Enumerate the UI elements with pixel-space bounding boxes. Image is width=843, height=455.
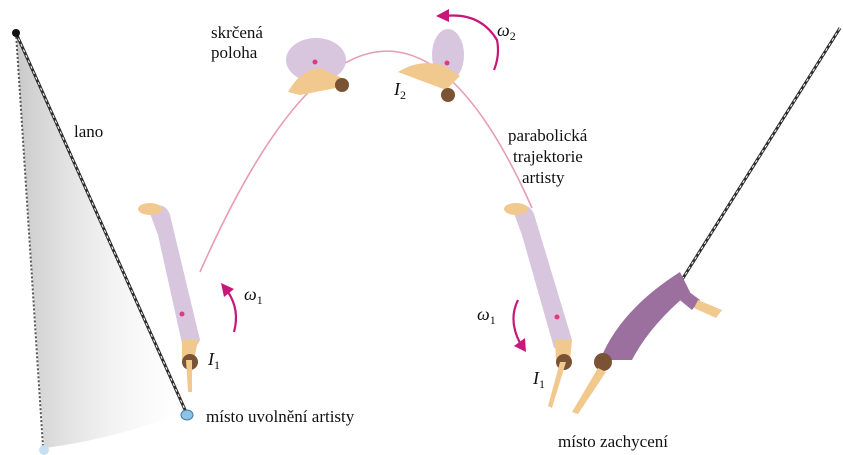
omega1-right-arrow [513,300,520,343]
release-handle [181,410,193,420]
omega2-label: ω2 [497,20,516,43]
omega2-arrowhead [436,9,449,22]
inertia1-left-label: I1 [207,349,220,372]
tucked-position-label-line1: skrčená [211,23,263,42]
inertia2-label: I2 [393,79,406,102]
catch-point-label: místo zachycení [558,432,668,451]
release-point-label: místo uvolnění artisty [206,407,355,426]
acrobat-tucked-2 [398,29,464,102]
rope-anchor [12,29,20,37]
trajectory-label-line3: artisty [522,168,565,187]
trajectory-label-line2: trajektorie [513,147,583,166]
trapeze-handle-ghost [39,445,49,455]
acrobat-tucked-1 [286,38,349,95]
omega1-right-label: ω1 [477,304,496,327]
parabolic-trajectory [200,51,532,272]
trajectory-label-line1: parabolická [508,126,588,145]
omega1-right-arrowhead [514,338,526,352]
rope-label: lano [74,122,103,141]
tucked-position-label-line2: poloha [211,43,258,62]
omega1-left-arrowhead [221,283,234,297]
omega1-left-label: ω1 [244,284,263,307]
catcher [572,272,722,414]
inertia1-right-label: I1 [532,368,545,391]
omega1-left-arrow [228,292,236,332]
